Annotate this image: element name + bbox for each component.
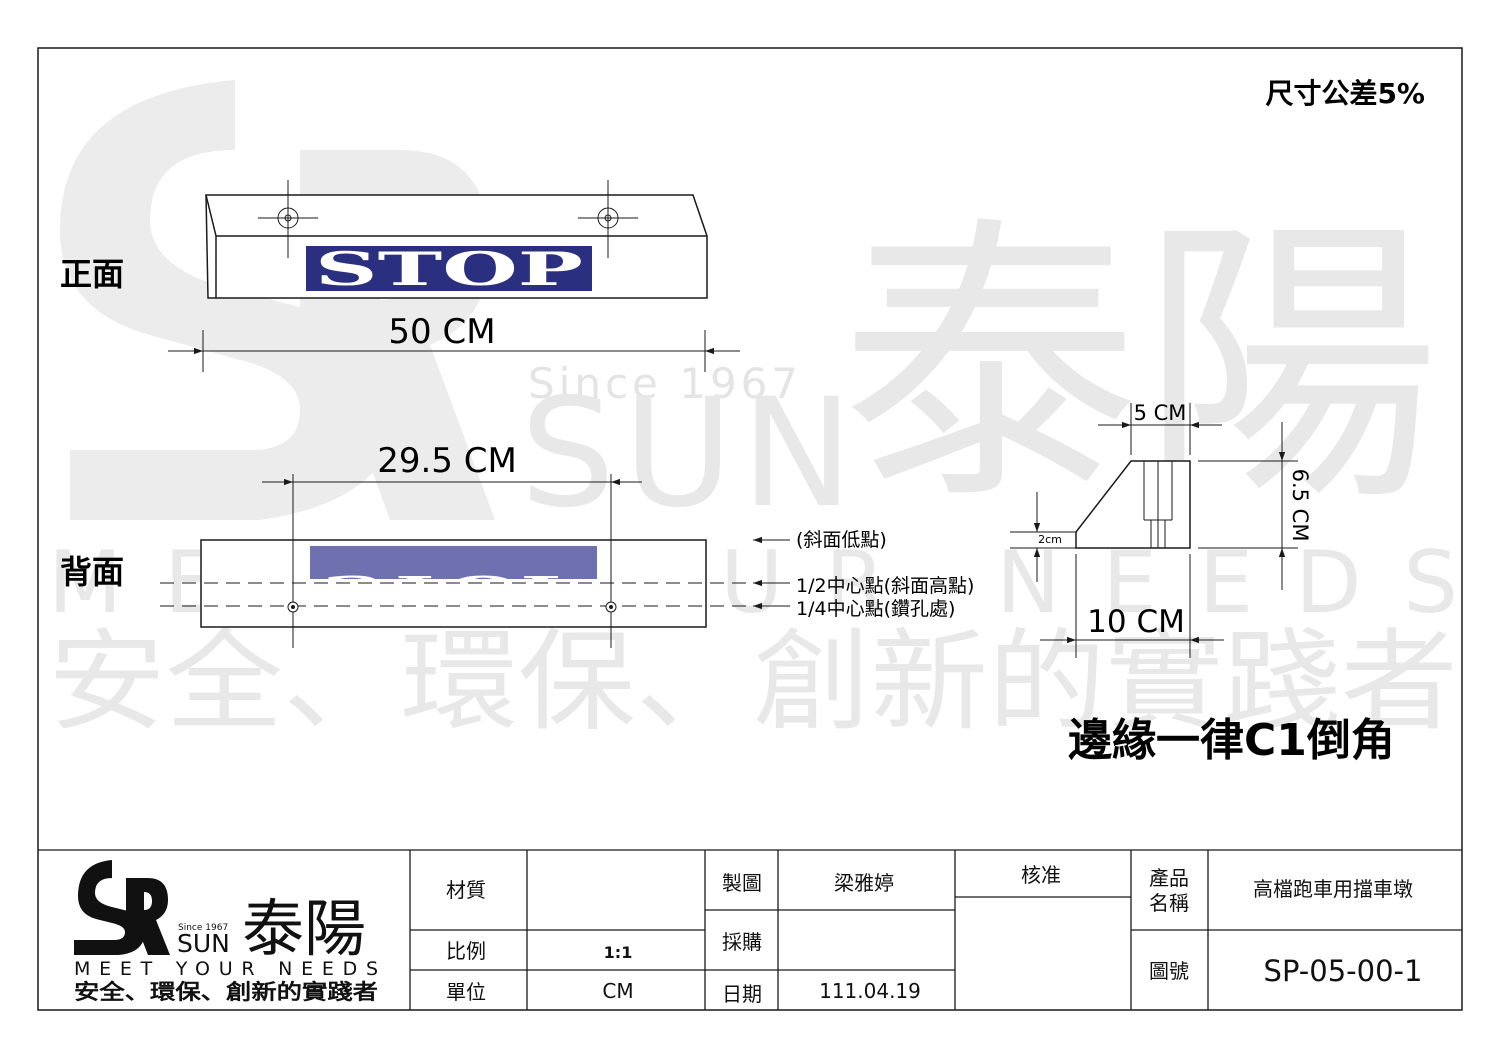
drawing-border [37, 47, 1463, 1011]
watermark-sun: SUN [520, 367, 861, 541]
scale-value: 1:1 [604, 943, 633, 962]
unit-label: 單位 [446, 980, 486, 1004]
back-view-label: 背面 [60, 553, 124, 591]
note-quarter-center: 1/4中心點(鑽孔處) [796, 598, 955, 620]
product-label-1: 產品 [1149, 866, 1189, 890]
sr-logo-icon [74, 860, 170, 955]
drawn-value: 梁雅婷 [834, 871, 894, 895]
watermark-since: Since 1967 [528, 359, 802, 408]
approve-label: 核准 [1021, 863, 1061, 887]
material-label: 材質 [446, 878, 486, 902]
dim-height-text: 6.5 CM [1288, 469, 1312, 542]
front-view-label: 正面 [60, 255, 124, 293]
tolerance-note: 尺寸公差5% [1265, 77, 1425, 110]
title-block-text: 材質 比例 1:1 單位 CM 製圖 梁雅婷 採購 日期 111.04.19 核… [446, 863, 1422, 1006]
dim-top-text: 5 CM [1134, 401, 1187, 425]
watermark: Since 1967 SUN 泰陽 MEET YOUR NEEDS 安全、環保、… [48, 80, 1458, 746]
front-stop-sign [306, 246, 592, 291]
unit-value: CM [602, 979, 633, 1003]
title-block-logo: Since 1967 SUN 泰陽 MEET YOUR NEEDS 安全、環保、… [74, 860, 378, 1004]
note-half-center: 1/2中心點(斜面高點) [796, 575, 974, 597]
back-center-lines [160, 474, 748, 648]
front-hole-left [258, 180, 318, 258]
drawing-no-label: 圖號 [1149, 959, 1189, 983]
back-stop-sign [310, 546, 597, 579]
back-stop-text: STOP [322, 567, 584, 609]
date-label: 日期 [722, 982, 762, 1006]
logo-sun: SUN [177, 929, 230, 958]
drawing-no-value: SP-05-00-1 [1264, 954, 1423, 988]
dim-small [1010, 492, 1076, 582]
logo-slogan-zh: 安全、環保、創新的實踐者 [74, 980, 378, 1004]
back-notes-arrows [753, 536, 790, 610]
chamfer-note: 邊緣一律C1倒角 [1068, 715, 1395, 766]
dim-hole-spacing-text: 29.5 CM [377, 441, 517, 481]
title-block [38, 849, 1462, 1010]
side-view [1075, 460, 1191, 549]
scale-label: 比例 [446, 939, 486, 963]
front-hole-right [578, 180, 638, 258]
dim-base [1040, 554, 1224, 658]
date-value: 111.04.19 [819, 979, 921, 1003]
dim-top [1098, 403, 1222, 455]
logo-slogan-en: MEET YOUR NEEDS [74, 958, 378, 980]
dim-length [168, 330, 740, 372]
note-slope-low: (斜面低點) [796, 529, 887, 551]
logo-brand: 泰陽 [242, 892, 366, 965]
dim-base-text: 10 CM [1087, 604, 1185, 640]
dim-length-text: 50 CM [388, 312, 495, 352]
watermark-slogan-zh: 安全、環保、創新的實踐者 [48, 618, 1458, 746]
product-value: 高檔跑車用擋車墩 [1253, 877, 1413, 901]
drawn-label: 製圖 [722, 871, 762, 895]
purchase-label: 採購 [722, 930, 762, 954]
product-label-2: 名稱 [1149, 891, 1189, 915]
logo-since: Since 1967 [178, 923, 228, 933]
front-stop-text: STOP [315, 242, 583, 296]
dim-height [1198, 422, 1298, 590]
dim-small-text: 2cm [1038, 533, 1062, 546]
